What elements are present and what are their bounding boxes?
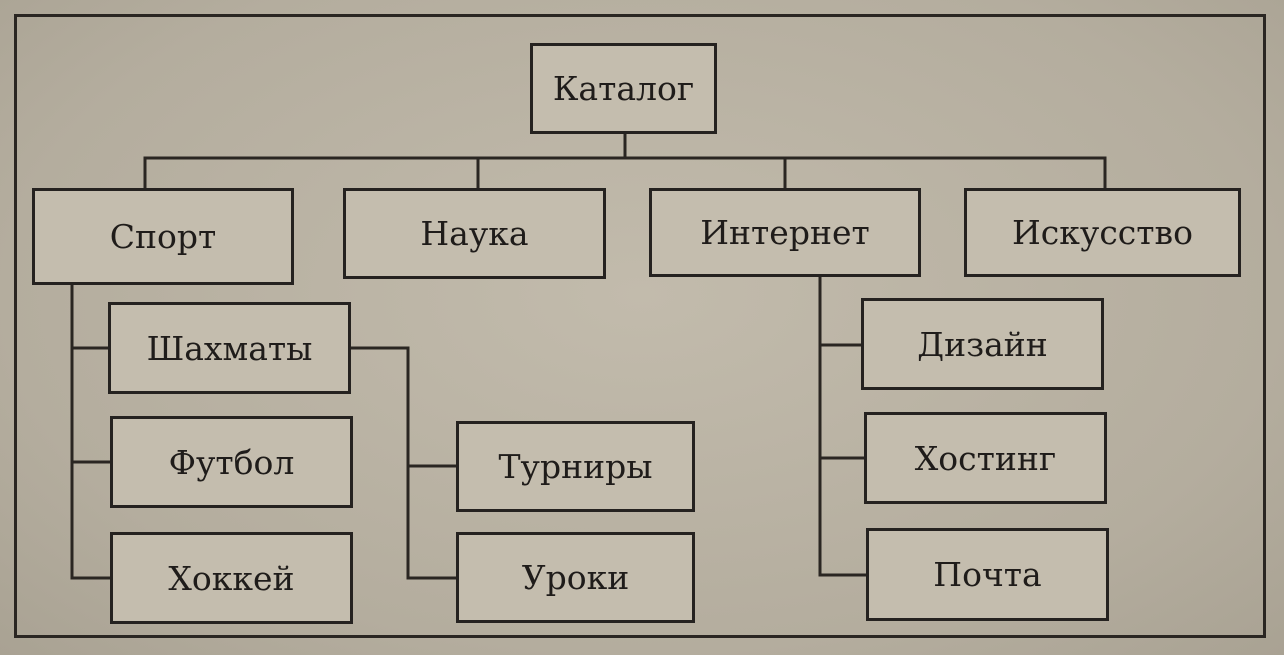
node-internet: Интернет xyxy=(649,188,921,277)
node-design: Дизайн xyxy=(861,298,1104,390)
diagram-frame xyxy=(14,14,1266,638)
node-tournaments: Турниры xyxy=(456,421,695,512)
node-sport: Спорт xyxy=(32,188,294,285)
node-chess: Шахматы xyxy=(108,302,351,394)
node-art: Искусство xyxy=(964,188,1241,277)
node-science: Наука xyxy=(343,188,606,279)
node-hockey: Хоккей xyxy=(110,532,353,624)
node-catalog: Каталог xyxy=(530,43,717,134)
node-football: Футбол xyxy=(110,416,353,508)
node-lessons: Уроки xyxy=(456,532,695,623)
node-hosting: Хостинг xyxy=(864,412,1107,504)
node-mail: Почта xyxy=(866,528,1109,621)
